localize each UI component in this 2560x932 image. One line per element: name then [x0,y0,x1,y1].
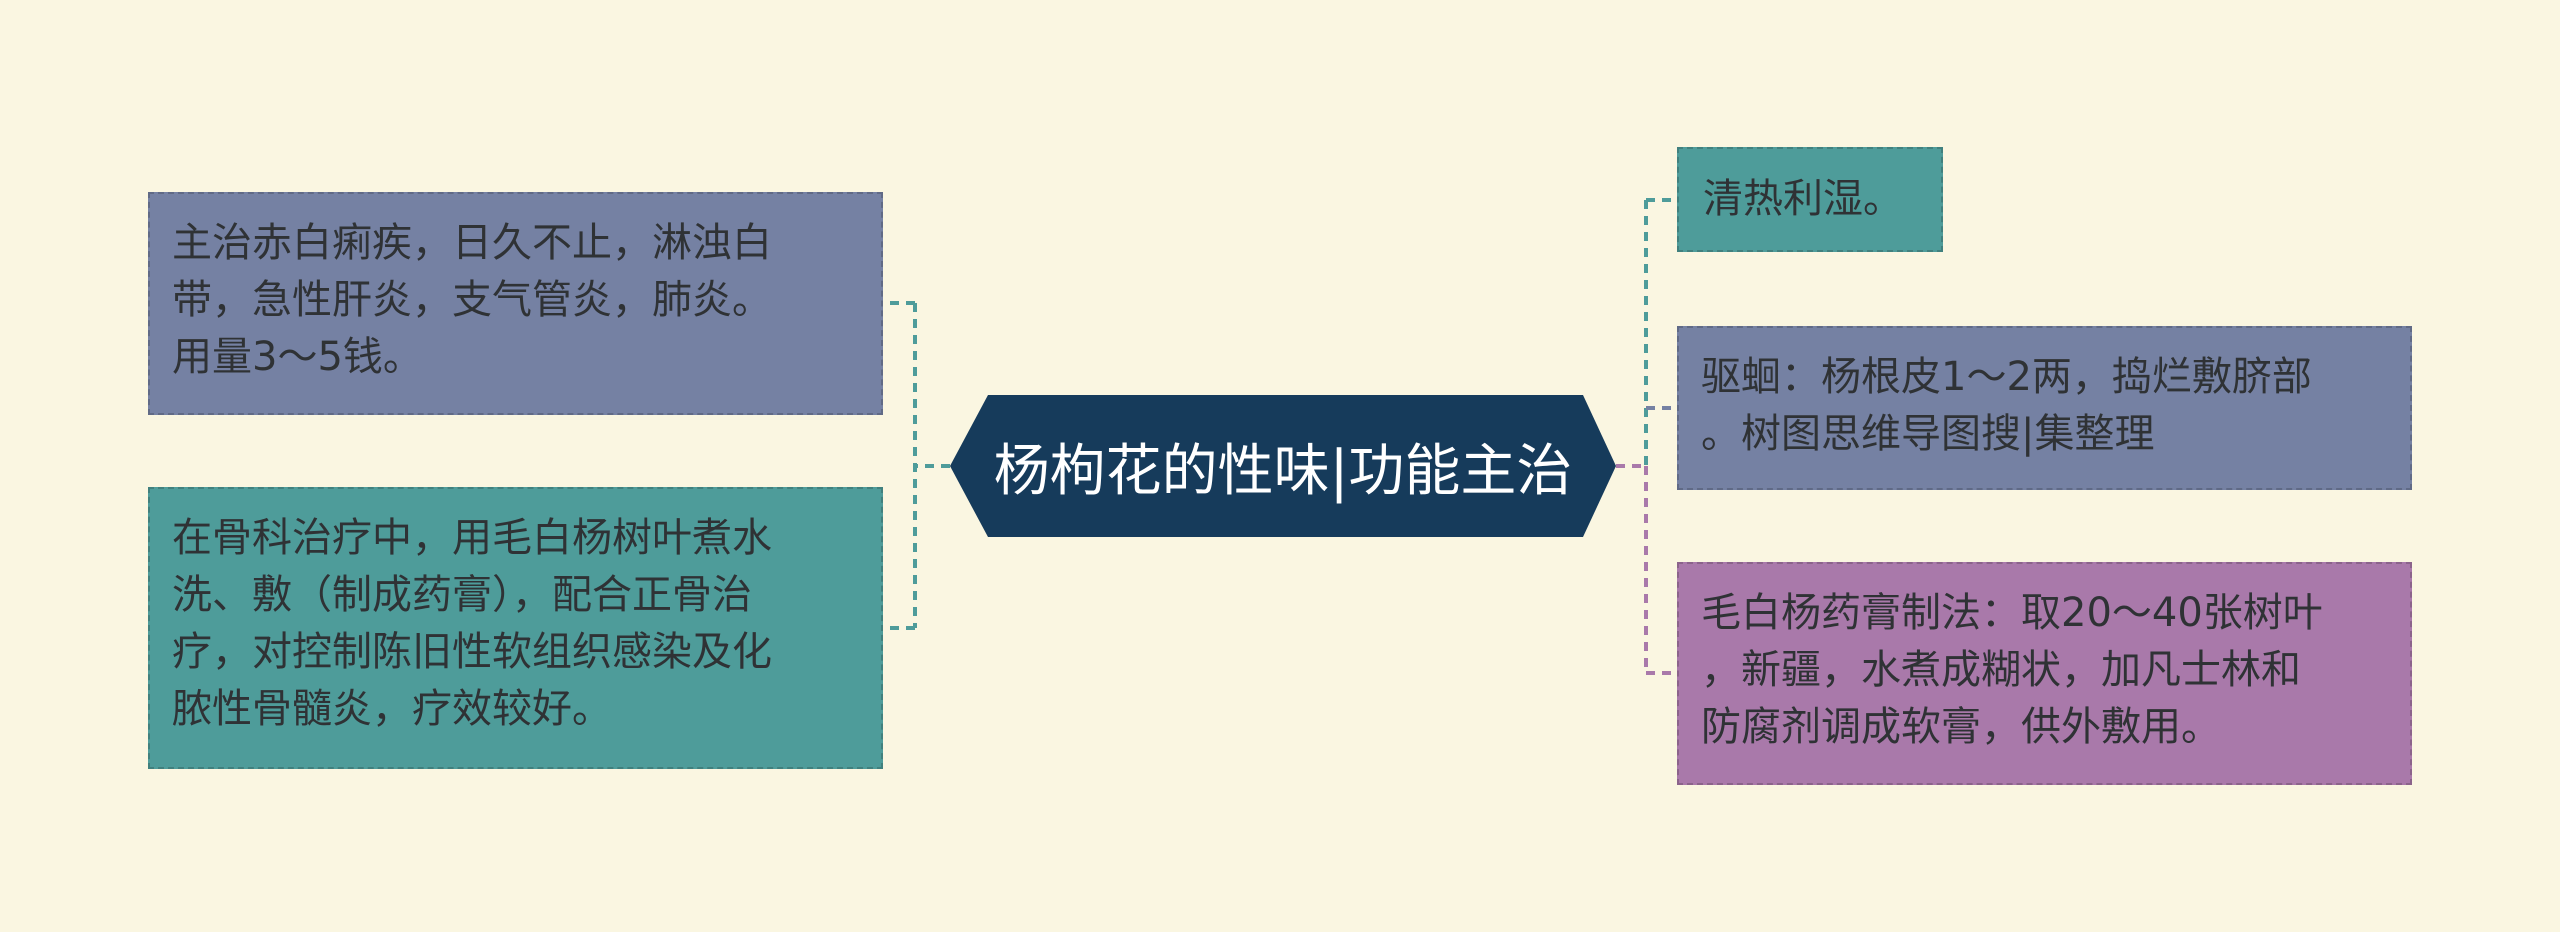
left-connectors [887,301,950,630]
branch-node-right-deworming[interactable]: 驱蛔：杨根皮1～2两，捣烂敷脐部 。树图思维导图搜|集整理 [1677,326,2412,490]
branch-node-right-ointment[interactable]: 毛白杨药膏制法：取20～40张树叶 ，新疆，水煮成糊状，加凡士林和 防腐剂调成软… [1677,562,2412,785]
right-connectors [1616,198,1673,675]
branch-node-right-nature[interactable]: 清热利湿。 [1677,147,1943,252]
central-topic-shape[interactable] [950,395,1616,537]
branch-node-left-treatment[interactable]: 主治赤白痢疾，日久不止，淋浊白 带，急性肝炎，支气管炎，肺炎。 用量3～5钱。 [148,192,883,415]
central-topic-title[interactable]: 杨枸花的性味|功能主治 [993,438,1573,504]
branch-node-left-orthopedics[interactable]: 在骨科治疗中，用毛白杨树叶煮水 洗、敷（制成药膏），配合正骨治 疗，对控制陈旧性… [148,487,883,769]
